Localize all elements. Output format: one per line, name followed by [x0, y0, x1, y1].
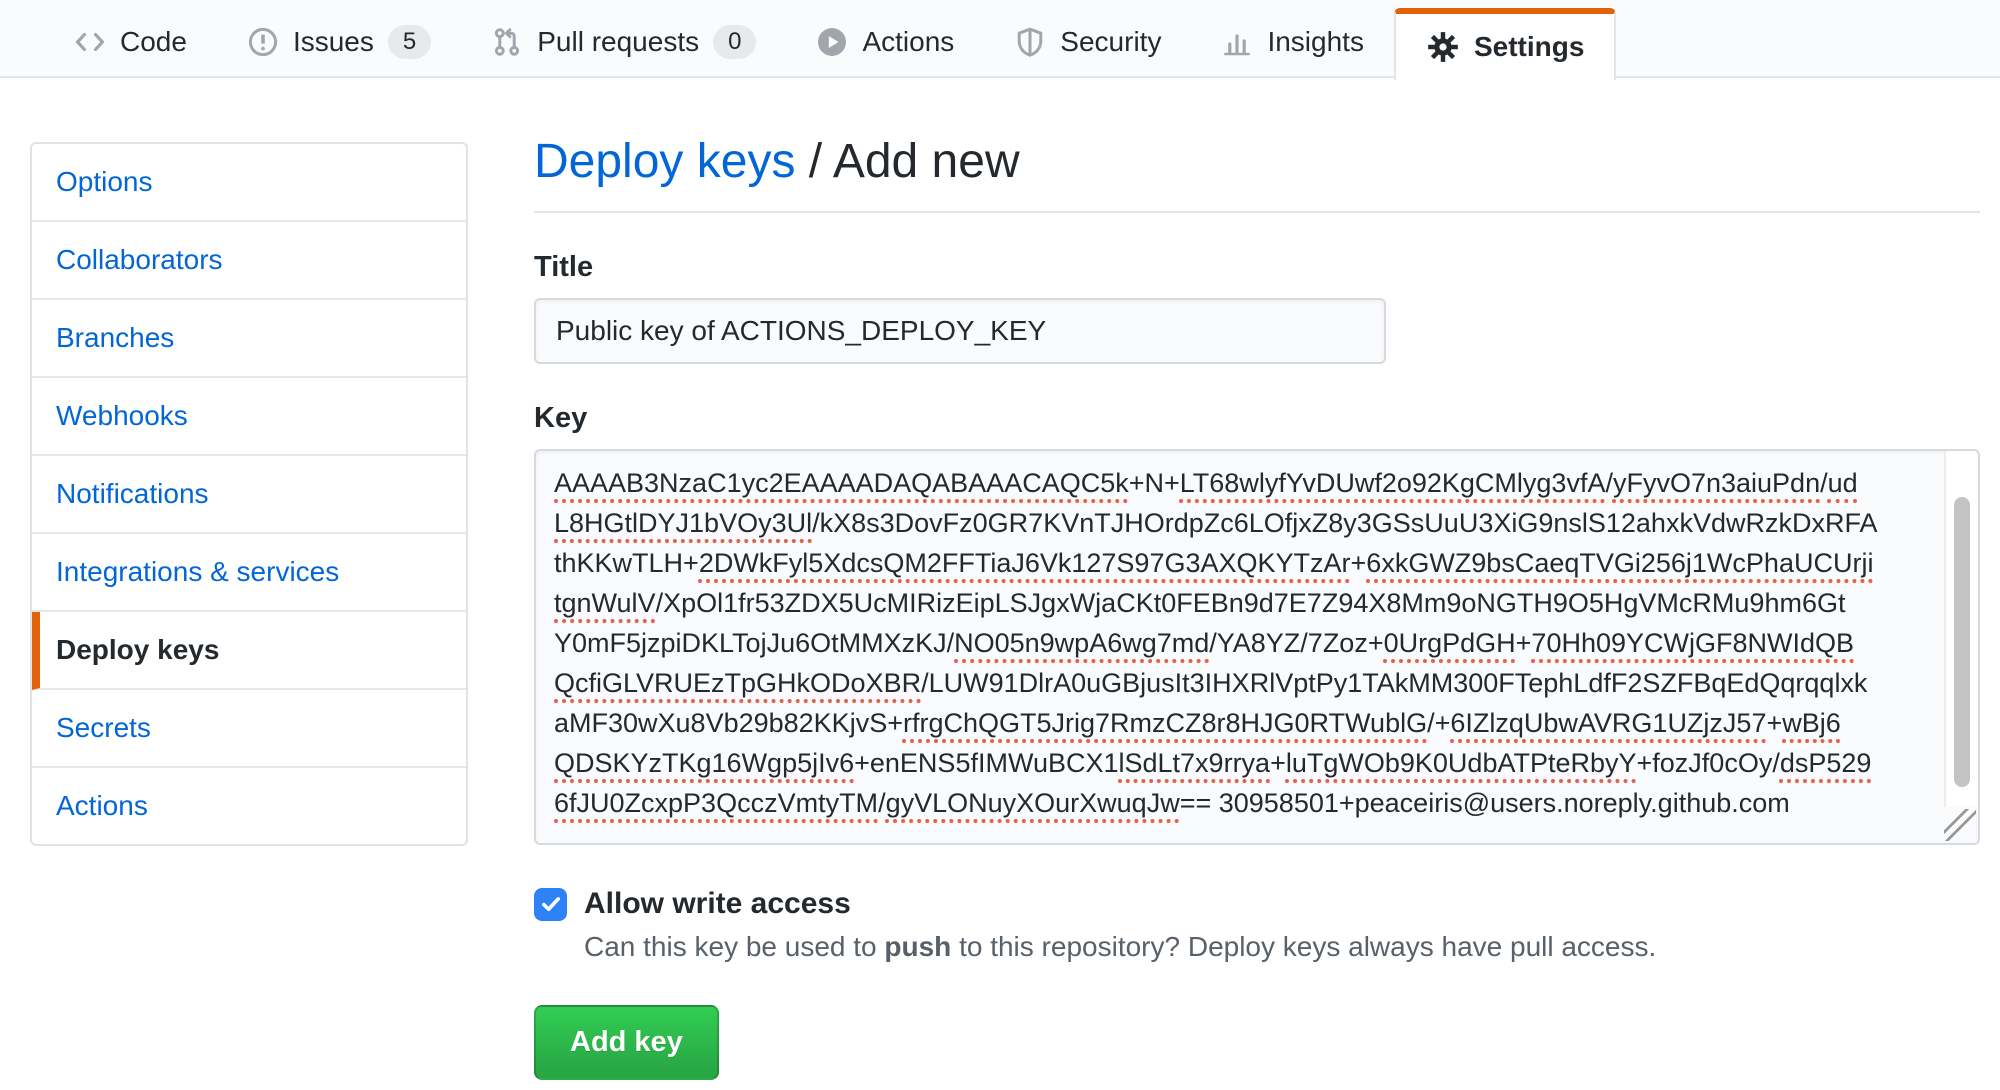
allow-write-access-row[interactable]: Allow write access [534, 887, 1980, 921]
tab-actions[interactable]: Actions [786, 8, 984, 76]
textarea-resize-grip[interactable] [1944, 809, 1976, 841]
key-field-label: Key [534, 402, 588, 434]
issue-opened-icon [247, 26, 279, 58]
breadcrumb-current: Add new [832, 135, 1020, 188]
issues-counter-badge: 5 [387, 25, 432, 59]
tab-security[interactable]: Security [984, 8, 1191, 76]
tab-pull-requests[interactable]: Pull requests 0 [461, 8, 786, 76]
key-textarea[interactable]: AAAAB3NzaC1yc2EAAAADAQABAAACAQC5k+N+LT68… [534, 449, 1980, 845]
page-title: Deploy keys / Add new [534, 134, 1980, 213]
graph-icon [1221, 26, 1253, 58]
shield-icon [1014, 26, 1046, 58]
settings-sidebar: Options Collaborators Branches Webhooks … [30, 142, 468, 846]
sidebar-item-collaborators[interactable]: Collaborators [32, 222, 466, 300]
sidebar-item-webhooks[interactable]: Webhooks [32, 378, 466, 456]
tab-label: Actions [862, 26, 955, 57]
main-content: Deploy keys / Add new Title Key AAAAB3Nz… [534, 135, 1980, 1080]
title-field-label: Title [534, 251, 594, 283]
git-pull-request-icon [491, 26, 523, 58]
tab-issues[interactable]: Issues 5 [217, 8, 461, 76]
pull-requests-counter-badge: 0 [713, 25, 757, 59]
tab-settings[interactable]: Settings [1393, 8, 1617, 80]
write-access-note: Can this key be used to push to this rep… [584, 931, 1657, 962]
gear-icon [1426, 30, 1460, 64]
check-icon [539, 892, 563, 916]
title-input[interactable] [534, 298, 1386, 364]
tab-label: Settings [1473, 31, 1585, 62]
tab-label: Code [120, 26, 187, 57]
deploy-keys-breadcrumb-link[interactable]: Deploy keys [534, 135, 796, 188]
sidebar-item-notifications[interactable]: Notifications [32, 456, 466, 534]
tab-label: Pull requests [537, 26, 700, 57]
allow-write-access-label: Allow write access [584, 887, 851, 920]
code-icon [74, 26, 106, 58]
play-icon [816, 26, 848, 58]
key-scrollbar-thumb[interactable] [1954, 497, 1970, 787]
settings-page: Options Collaborators Branches Webhooks … [0, 78, 2000, 1080]
sidebar-item-deploy-keys[interactable]: Deploy keys [32, 612, 466, 690]
key-text: AAAAB3NzaC1yc2EAAAADAQABAAACAQC5k+N+LT68… [554, 468, 1878, 818]
sidebar-item-actions[interactable]: Actions [56, 790, 148, 821]
tab-label: Security [1060, 26, 1162, 57]
sidebar-item-secrets[interactable]: Secrets [32, 690, 466, 768]
sidebar-item-branches[interactable]: Branches [32, 300, 466, 378]
tab-label: Insights [1267, 26, 1364, 57]
tab-code[interactable]: Code [44, 8, 217, 76]
sidebar-item-integrations-services[interactable]: Integrations & services [32, 534, 466, 612]
repo-tabbar: Code Issues 5 Pull requests 0 [0, 0, 2000, 80]
add-key-button[interactable]: Add key [534, 1005, 719, 1080]
allow-write-access-checkbox[interactable] [534, 887, 567, 921]
key-scrollbar-track[interactable] [1944, 451, 1978, 807]
breadcrumb-separator: / [795, 135, 833, 188]
tab-insights[interactable]: Insights [1191, 8, 1394, 76]
tab-label: Issues [292, 26, 374, 57]
sidebar-item-options[interactable]: Options [32, 144, 466, 222]
